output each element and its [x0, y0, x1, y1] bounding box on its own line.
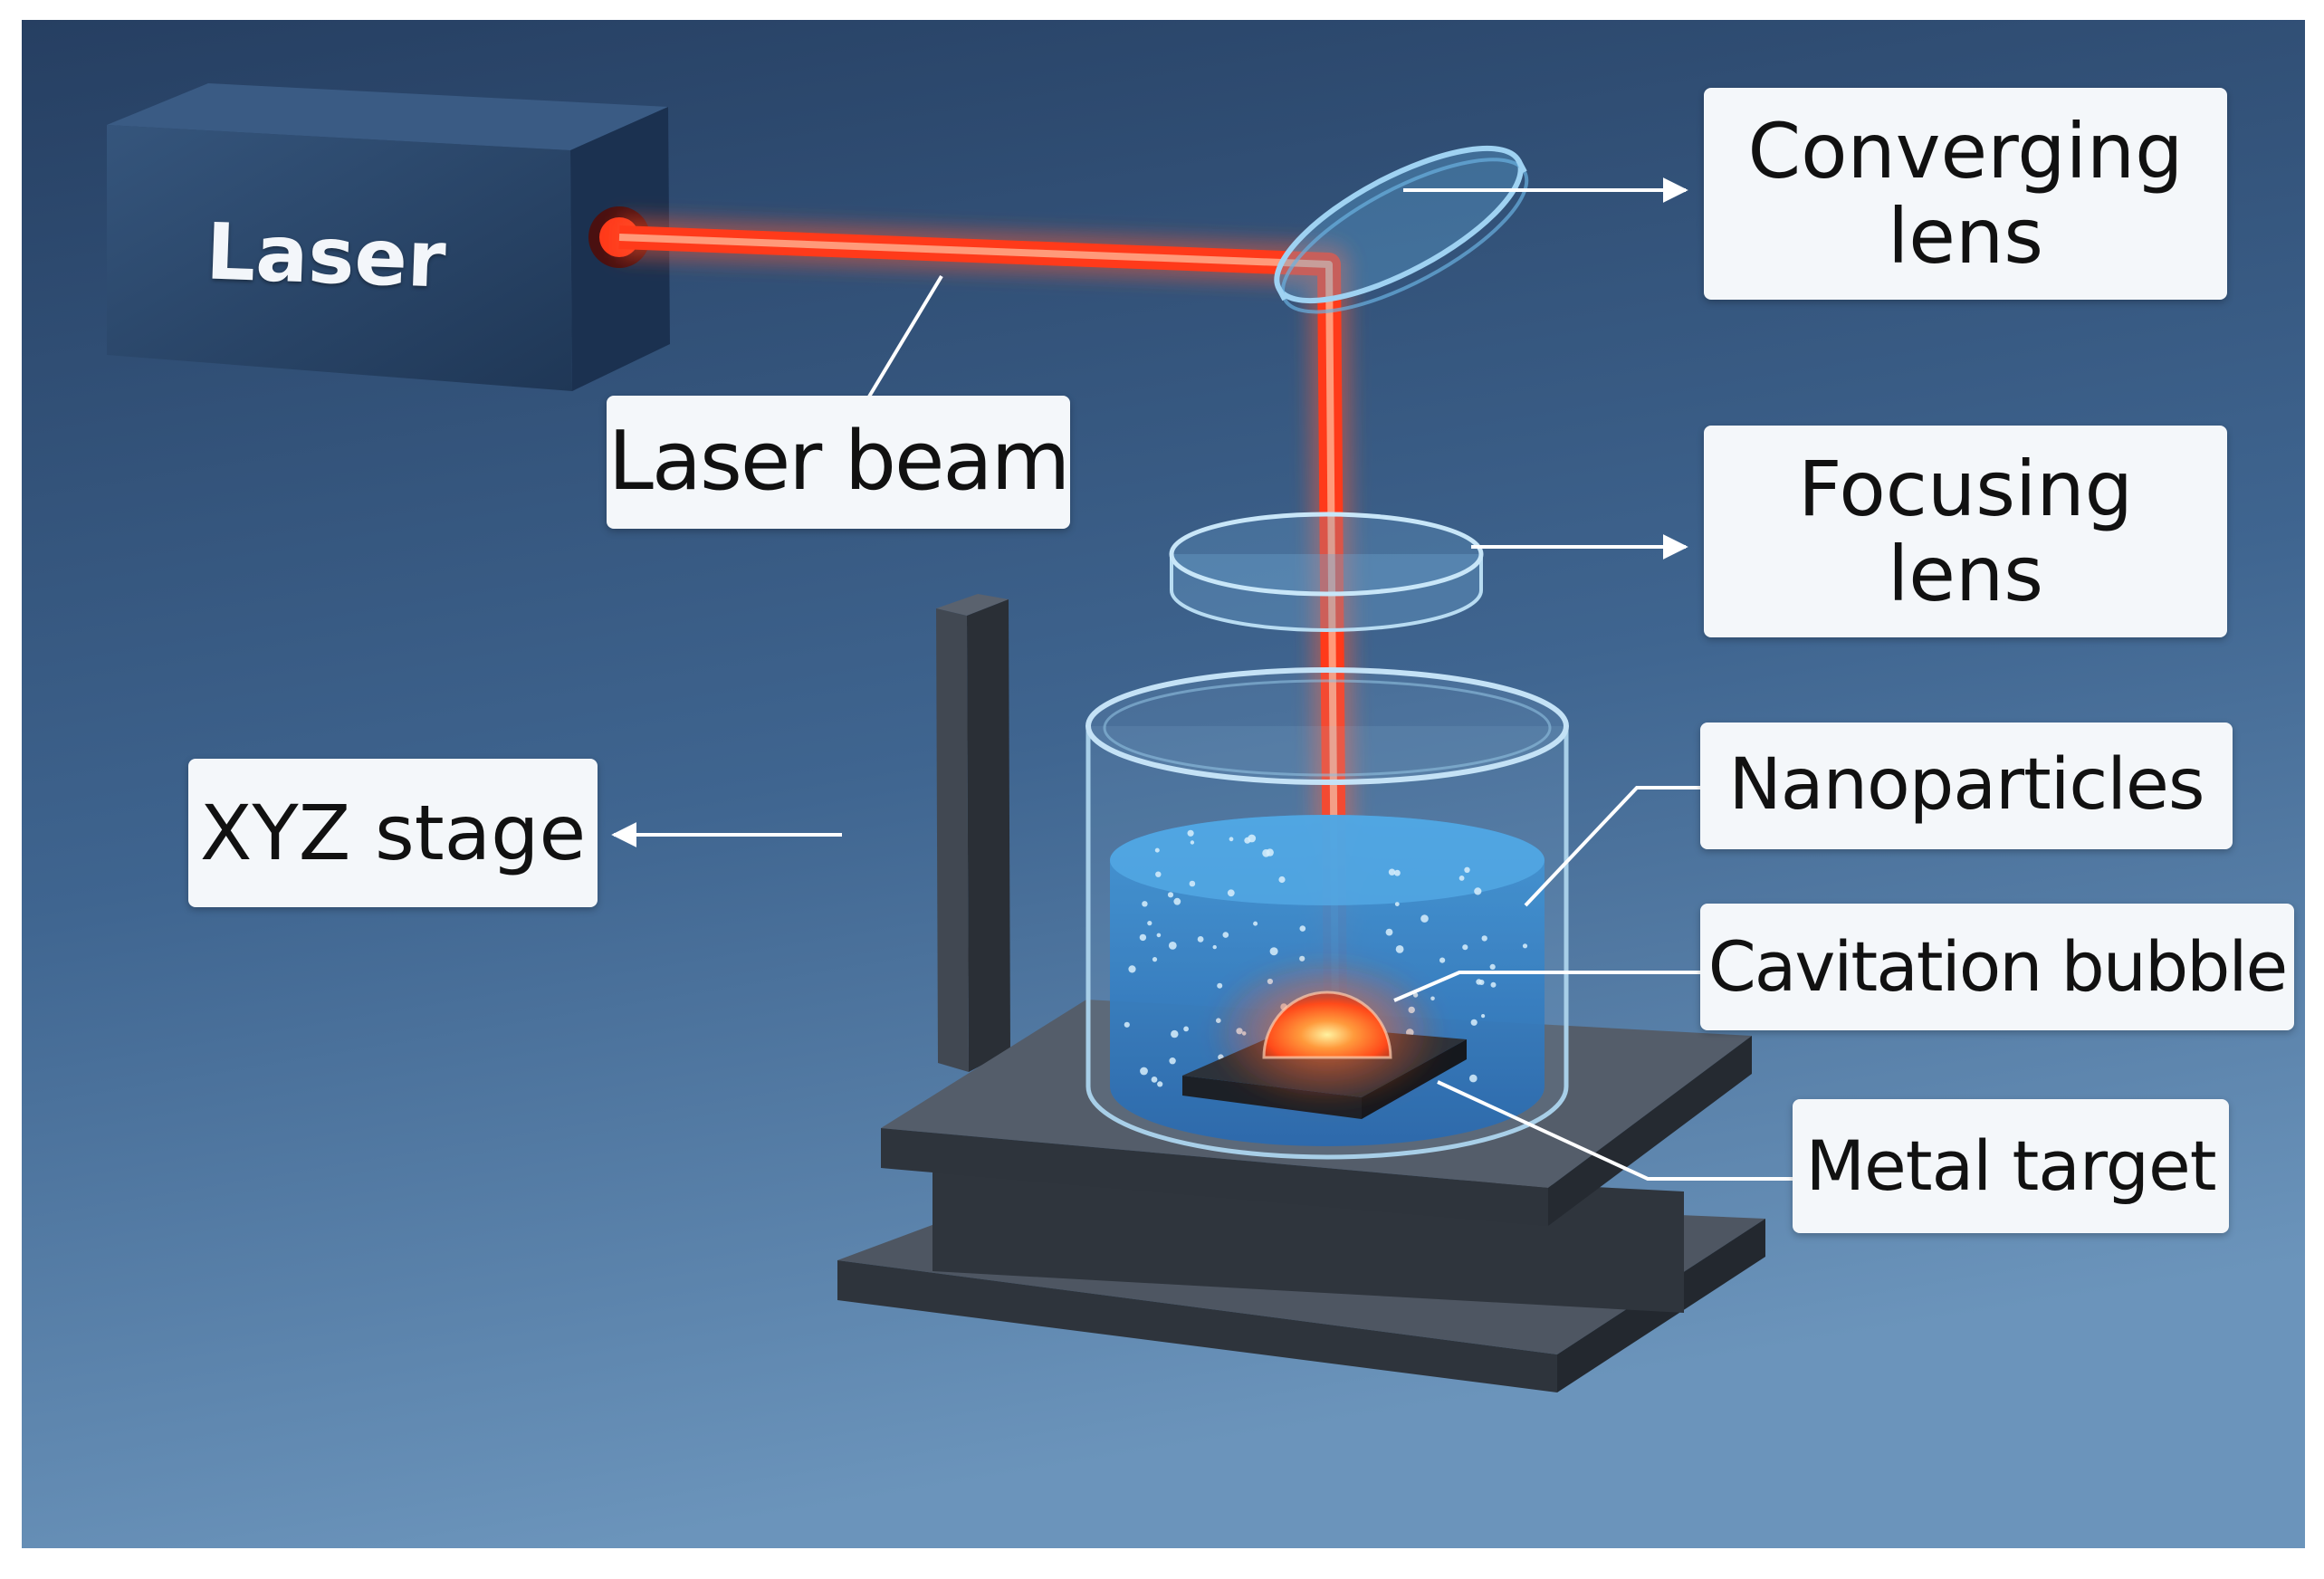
nanoparticle-dot: [1474, 887, 1482, 895]
nanoparticle-dot: [1458, 876, 1465, 881]
nanoparticle-dot: [1394, 869, 1401, 876]
cavitation-bubble-label: Cavitation bubble: [1700, 904, 2294, 1030]
nanoparticle-dot: [1173, 897, 1181, 905]
nanoparticle-dot: [1394, 902, 1400, 906]
nanoparticle-dot: [1469, 1074, 1478, 1083]
nanoparticle-dot: [1124, 1021, 1130, 1028]
nanoparticle-dot: [1151, 1077, 1158, 1083]
nanoparticle-dot: [1299, 925, 1306, 932]
leader-lines: [611, 177, 1793, 1181]
leader-nanoparticles: [1524, 786, 1700, 907]
leader-laser-beam: [867, 274, 943, 398]
nanoparticle-dot: [1222, 932, 1229, 938]
nanoparticle-dot: [1395, 945, 1404, 953]
nanoparticle-dot: [1171, 1029, 1179, 1038]
nanoparticle-dot: [1470, 1019, 1478, 1026]
nanoparticle-dot: [1154, 847, 1160, 853]
nanoparticle-dot: [1489, 963, 1496, 970]
nanoparticle-dot: [1278, 876, 1286, 884]
nanoparticle-dot: [1462, 944, 1468, 951]
nanoparticle-dot: [1253, 921, 1258, 926]
nanoparticle-dot: [1140, 1067, 1148, 1076]
metal-target-label: Metal target: [1793, 1099, 2229, 1233]
nanoparticle-dot: [1481, 935, 1487, 942]
nanoparticle-dot: [1147, 921, 1152, 926]
nanoparticle-dot: [1229, 837, 1234, 842]
nanoparticle-dot: [1152, 957, 1158, 962]
nanoparticle-dot: [1388, 868, 1396, 876]
nanoparticle-dot: [1139, 933, 1147, 942]
nanoparticle-dot: [1167, 892, 1174, 898]
nanoparticle-dot: [1227, 889, 1235, 897]
nanoparticle-dot: [1169, 1057, 1176, 1065]
nanoparticle-dot: [1269, 947, 1278, 956]
nanoparticle-dot: [1490, 981, 1497, 988]
nanoparticle-dot: [1155, 871, 1162, 877]
nanoparticle-dot: [1189, 880, 1196, 887]
nanoparticle-dot: [1420, 914, 1429, 923]
nanoparticle-dot: [1187, 829, 1194, 837]
nanoparticle-dot: [1183, 1026, 1189, 1032]
laser-label: Laser: [204, 206, 448, 306]
xyz-stage-post: [936, 594, 1010, 1072]
focusing-lens-label: Focusing lens: [1704, 426, 2227, 637]
nanoparticle-dot: [1128, 965, 1136, 973]
nanoparticles-label: Nanoparticles: [1700, 723, 2233, 849]
lens-disc-icon: [1274, 145, 1529, 314]
nanoparticle-dot: [1142, 901, 1148, 907]
nanoparticle-dot: [1266, 848, 1274, 856]
laser-beam-label: Laser beam: [607, 396, 1070, 529]
leader-cavitation-bubble: [1393, 971, 1700, 1002]
nanoparticle-dot: [1476, 979, 1482, 985]
nanoparticle-dot: [1481, 1014, 1486, 1019]
nanoparticle-dot: [1248, 834, 1257, 843]
nanoparticle-dot: [1217, 982, 1223, 989]
nanoparticle-dot: [1157, 1081, 1163, 1087]
nanoparticle-dot: [1522, 943, 1528, 949]
leader-metal-target: [1437, 1080, 1793, 1181]
nanoparticle-dot: [1190, 840, 1195, 845]
cavitation-bubble-icon: [1209, 956, 1444, 1108]
laser-beam: [618, 216, 1356, 1015]
nanoparticle-dot: [1156, 933, 1162, 938]
nanoparticle-dot: [1197, 936, 1204, 943]
nanoparticle-dot: [1212, 944, 1217, 950]
nanoparticle-dot: [1385, 928, 1393, 936]
xyz-stage-label: XYZ stage: [188, 759, 598, 907]
nanoparticle-dot: [1439, 957, 1446, 963]
lens-ring-icon: [1169, 512, 1484, 632]
nanoparticle-dot: [1168, 942, 1177, 950]
nanoparticle-dot: [1464, 866, 1470, 873]
converging-lens-label: Converging lens: [1704, 88, 2227, 300]
